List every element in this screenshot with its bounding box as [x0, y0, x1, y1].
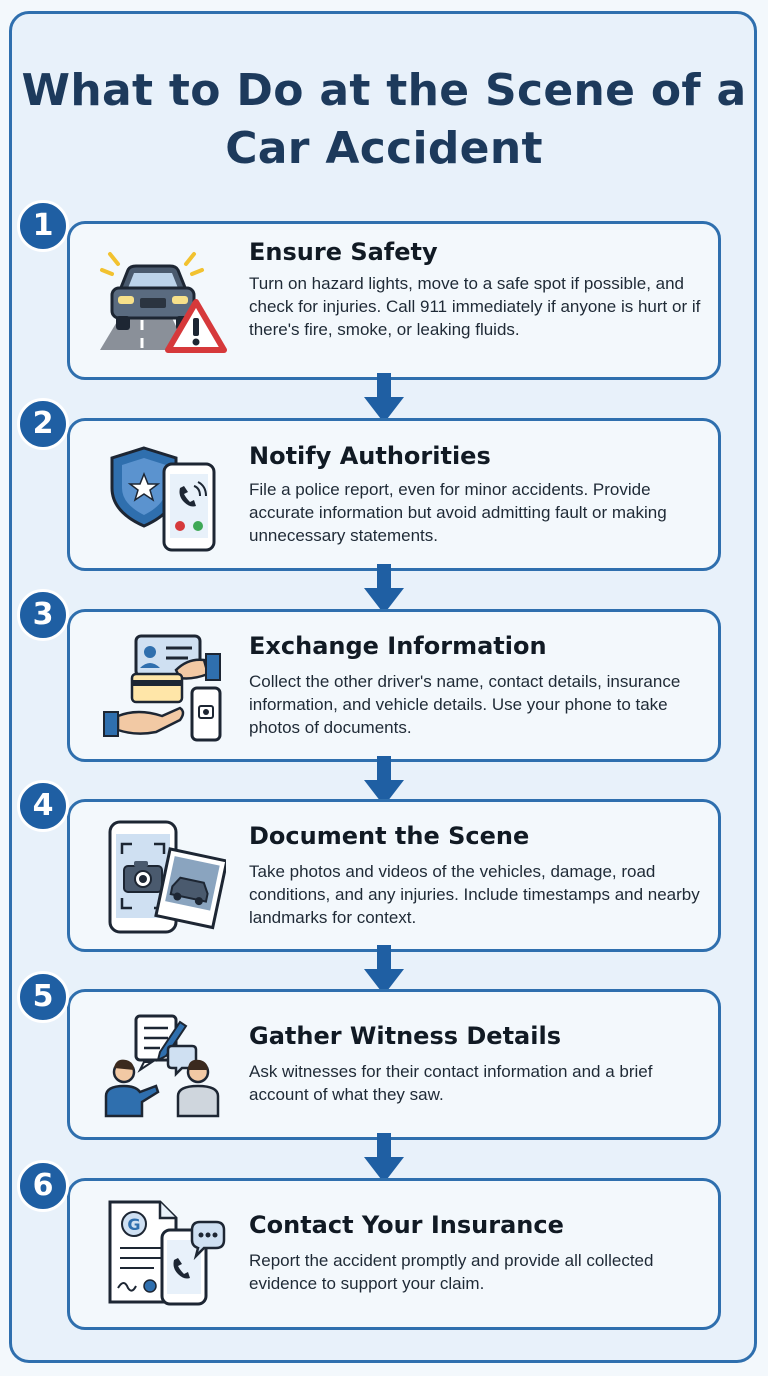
car-hazard-icon — [100, 252, 227, 353]
step-description-4: Take photos and videos of the vehicles, … — [249, 862, 700, 927]
step-number-badge-1: 1 — [17, 200, 69, 252]
step-number-badge-4: 4 — [17, 780, 69, 832]
down-arrow-icon — [364, 756, 404, 806]
step-title-3: Exchange Information — [249, 632, 547, 660]
step-description-5: Ask witnesses for their contact informat… — [249, 1062, 653, 1104]
down-arrow-icon — [364, 564, 404, 614]
down-arrow-icon — [364, 1133, 404, 1183]
down-arrow-icon — [364, 945, 404, 995]
insurance-call-icon: G — [108, 1200, 226, 1306]
id-exchange-icon — [103, 634, 222, 742]
step-title-2: Notify Authorities — [249, 442, 491, 470]
step-number-badge-2: 2 — [17, 398, 69, 450]
step-description-3: Collect the other driver's name, contact… — [249, 672, 681, 737]
step-description-2: File a police report, even for minor acc… — [249, 480, 667, 545]
step-title-6: Contact Your Insurance — [249, 1211, 564, 1239]
step-number-badge-3: 3 — [17, 589, 69, 641]
step-description-1: Turn on hazard lights, move to a safe sp… — [249, 274, 701, 339]
step-number-badge-5: 5 — [17, 971, 69, 1023]
down-arrow-icon — [364, 373, 404, 423]
step-description-6: Report the accident promptly and provide… — [249, 1251, 654, 1293]
camera-phone-icon — [108, 820, 226, 934]
step-title-5: Gather Witness Details — [249, 1022, 561, 1050]
page-title: What to Do at the Scene of a Car Acciden… — [10, 62, 758, 178]
step-title-4: Document the Scene — [249, 822, 530, 850]
title-text: What to Do at the Scene of a Car Acciden… — [21, 65, 747, 174]
witnesses-icon — [104, 1014, 220, 1118]
step-number-badge-6: 6 — [17, 1160, 69, 1212]
step-title-1: Ensure Safety — [249, 238, 438, 266]
svg-text:G: G — [127, 1215, 140, 1234]
police-phone-icon — [110, 446, 216, 552]
